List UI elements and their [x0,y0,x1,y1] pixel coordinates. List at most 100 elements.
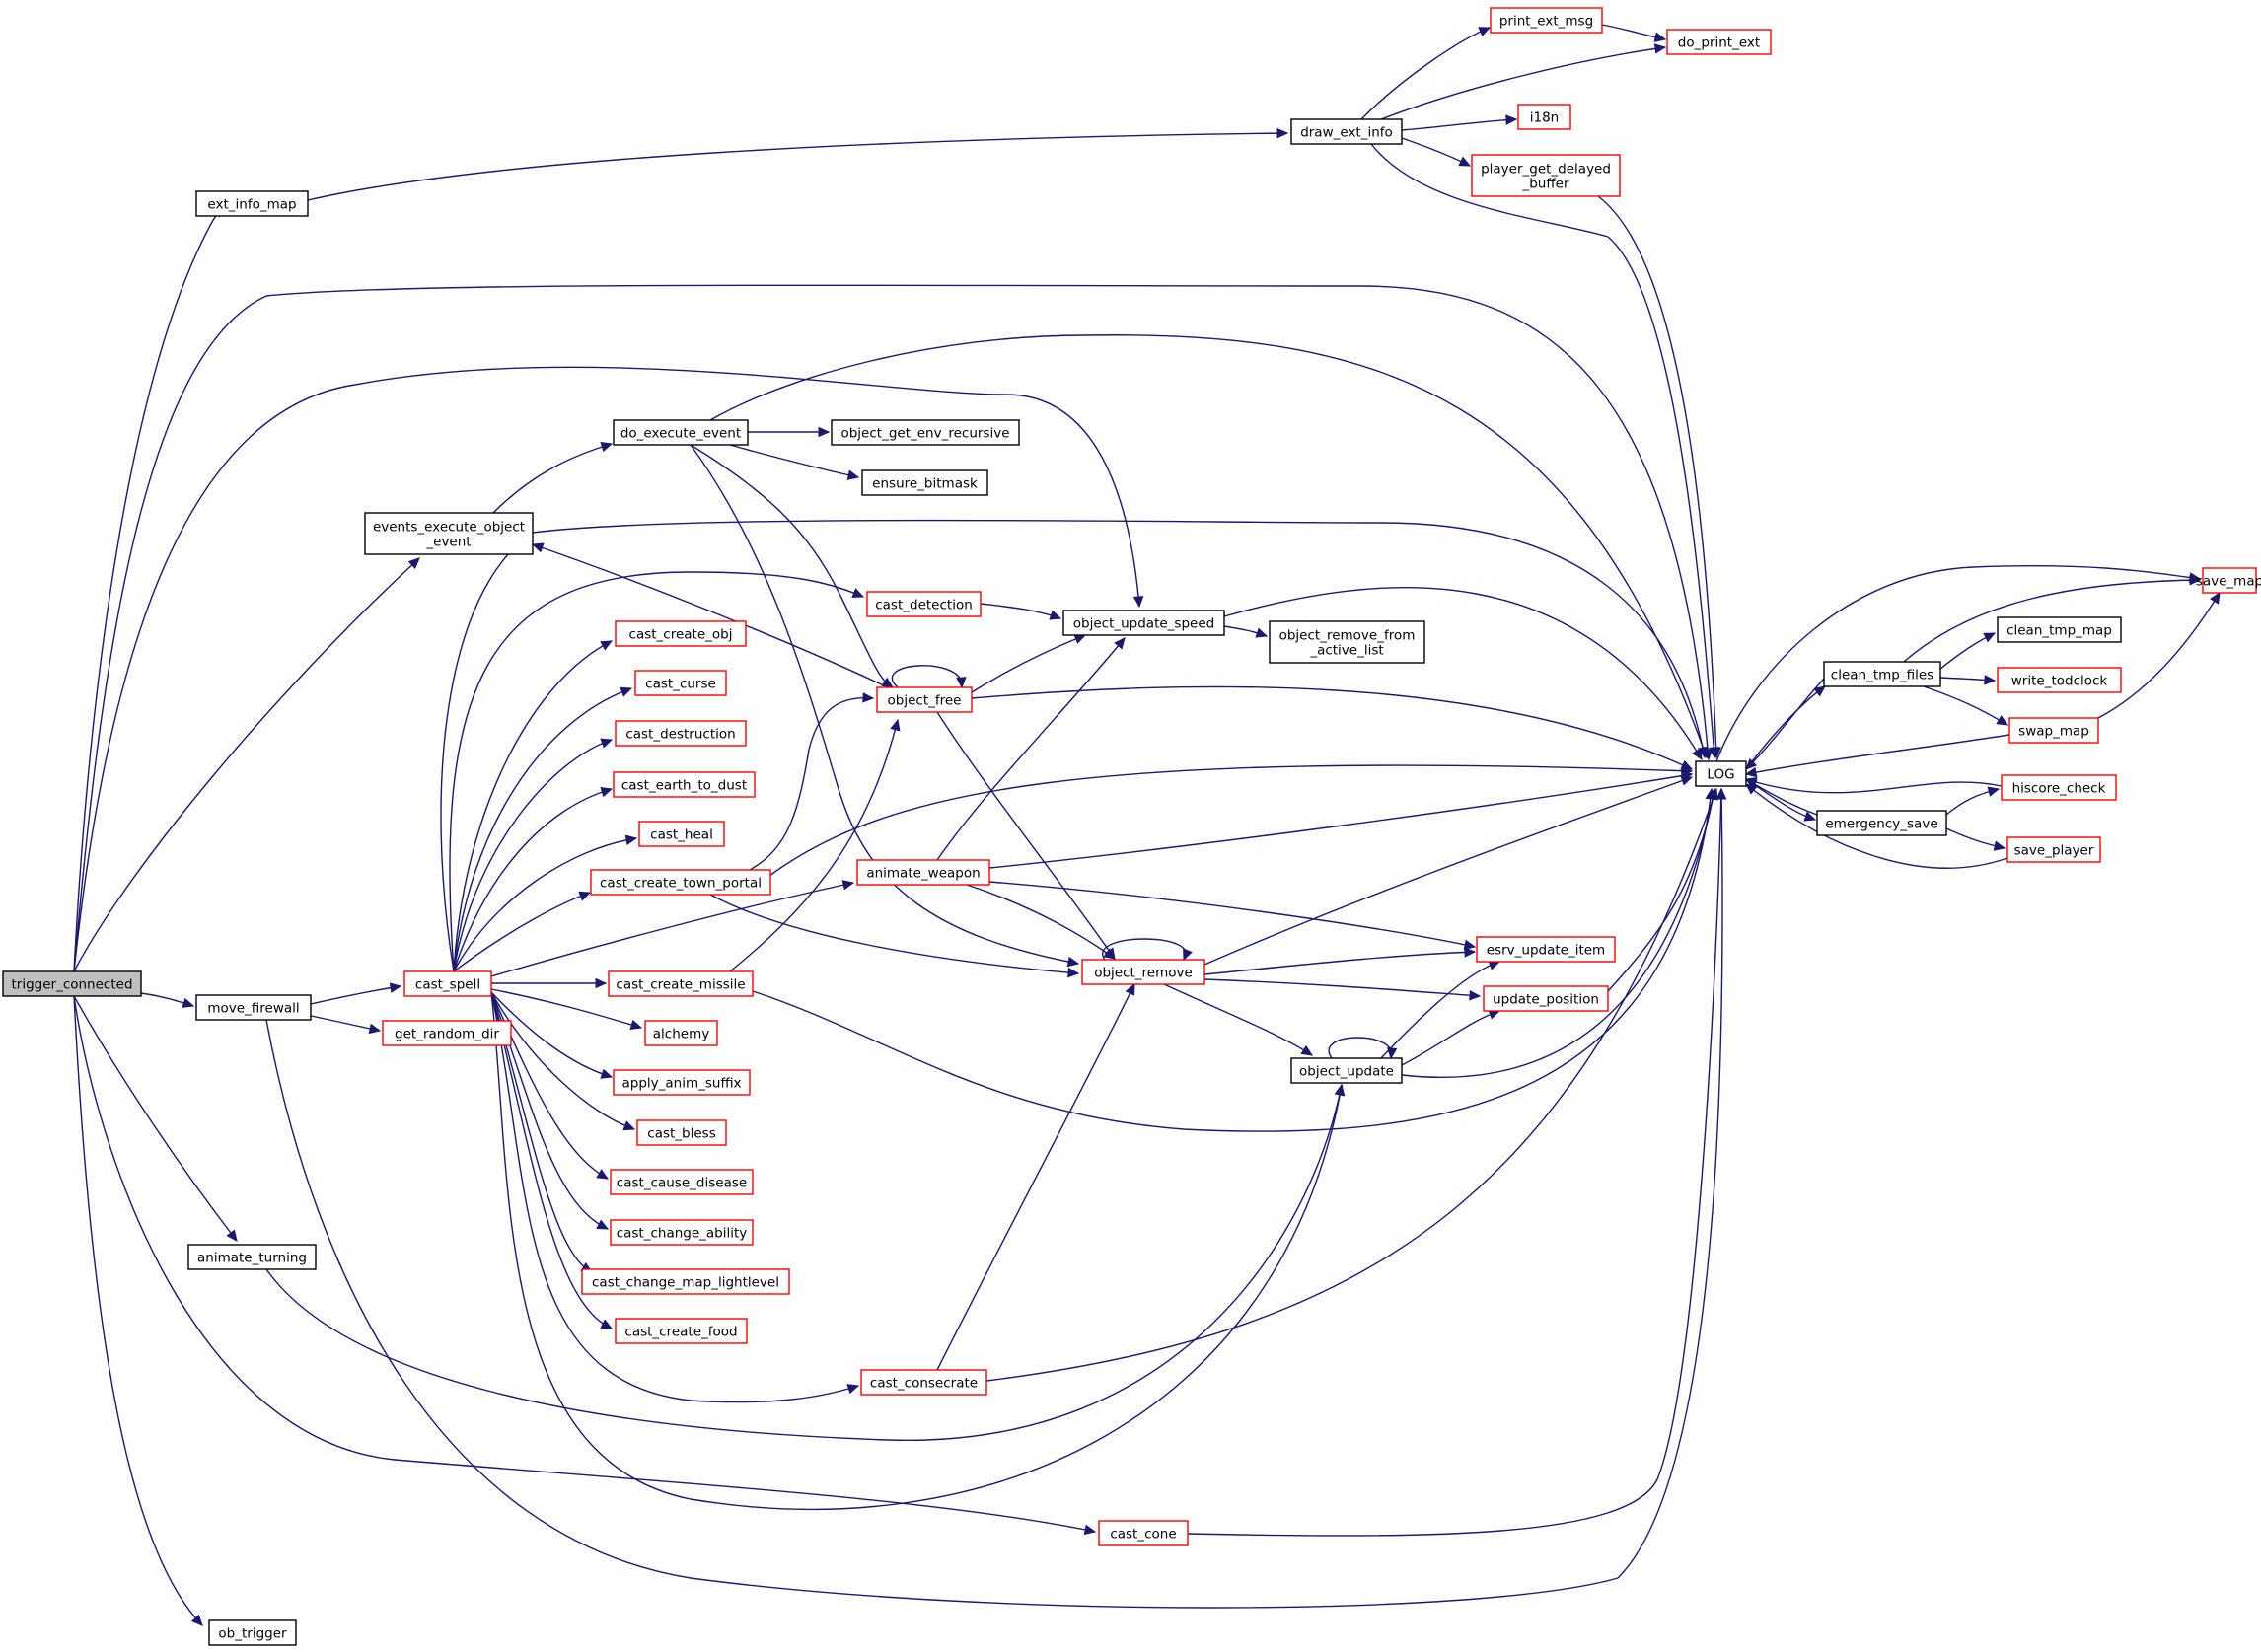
node-hiscore_check[interactable]: hiscore_check [2001,774,2117,801]
node-ensure_bitmask[interactable]: ensure_bitmask [861,469,988,496]
node-ob_trigger[interactable]: ob_trigger [208,1619,297,1646]
node-object_update[interactable]: object_update [1290,1057,1403,1084]
node-swap_map[interactable]: swap_map [2008,717,2099,744]
edge-object_free-to-object_remove [936,711,1116,960]
edge-cast_spell-to-object_update [490,991,1343,1510]
node-box [860,1369,987,1396]
node-get_random_dir[interactable]: get_random_dir [382,1020,512,1046]
node-animate_weapon[interactable]: animate_weapon [856,859,990,886]
node-cast_create_food[interactable]: cast_create_food [615,1318,748,1344]
node-cast_consecrate[interactable]: cast_consecrate [860,1369,987,1396]
node-box [581,1268,790,1295]
node-cast_destruction[interactable]: cast_destruction [615,720,747,747]
edge-object_update-to-esrv_update_item [1380,961,1500,1059]
node-label: cast_change_map_lightlevel [592,1275,779,1291]
edge-save_player-to-LOG [1745,783,2008,869]
node-object_update_speed[interactable]: object_update_speed [1062,610,1225,636]
node-cast_cone[interactable]: cast_cone [1098,1520,1189,1546]
node-box [195,994,312,1021]
node-save_player[interactable]: save_player [2006,836,2101,863]
edge-clean_tmp_files-to-swap_map [1923,685,2008,726]
node-box [615,720,747,747]
node-move_firewall[interactable]: move_firewall [195,994,312,1021]
arrowhead-cast_spell-to-apply_anim_suffix [600,1068,614,1079]
node-cast_create_town_portal[interactable]: cast_create_town_portal [590,869,771,896]
node-alchemy[interactable]: alchemy [644,1020,718,1046]
edge-draw_ext_info-to-do_print_ext [1380,46,1666,120]
node-emergency_save[interactable]: emergency_save [1816,810,1947,836]
arrowhead-cast_spell-to-animate_weapon [841,880,855,891]
node-cast_detection[interactable]: cast_detection [866,591,982,617]
node-box [610,1169,754,1195]
node-do_print_ext[interactable]: do_print_ext [1666,29,1772,55]
node-label: clean_tmp_files [1831,668,1933,683]
edge-object_remove-to-object_remove [1102,938,1187,961]
node-box [613,1069,751,1096]
node-cast_spell[interactable]: cast_spell [403,970,492,997]
edge-animate_weapon-to-object_update_speed [936,637,1126,861]
node-object_free[interactable]: object_free [876,686,973,713]
node-object_remove_from_active_list[interactable]: object_remove_from_active_list [1269,620,1425,664]
node-box [866,591,982,617]
node-cast_change_map_lightlevel[interactable]: cast_change_map_lightlevel [581,1268,790,1295]
node-cast_change_ability[interactable]: cast_change_ability [610,1219,754,1246]
arrowhead-hiscore_check-to-LOG [1744,777,1758,788]
node-box [1471,154,1621,197]
node-player_get_delayed_buffer[interactable]: player_get_delayed_buffer [1471,154,1621,197]
node-box [364,512,534,555]
node-ext_info_map[interactable]: ext_info_map [195,190,309,217]
edge-cast_create_town_portal-to-object_remove [709,894,1079,974]
node-label: object_update [1299,1064,1394,1080]
edge-cast_create_missile-to-LOG [752,788,1713,1132]
arrowhead-cast_create_missile-to-object_free [890,718,901,732]
node-update_position[interactable]: update_position [1483,985,1609,1012]
node-object_remove[interactable]: object_remove [1081,959,1205,985]
edge-LOG-to-save_map [1715,564,2201,762]
node-label: cast_bless [647,1126,715,1142]
node-clean_tmp_files[interactable]: clean_tmp_files [1823,661,1941,687]
arrowhead-cast_spell-to-cast_bless [622,1120,636,1131]
node-box [2006,836,2101,863]
node-cast_heal[interactable]: cast_heal [638,821,725,847]
node-label: cast_heal [650,827,713,843]
node-LOG[interactable]: LOG [1695,760,1747,787]
edge-object_remove-to-esrv_update_item [1203,951,1476,975]
arrowhead-object_update-to-object_update [1386,1046,1398,1060]
node-clean_tmp_map[interactable]: clean_tmp_map [1997,616,2122,643]
node-print_ext_msg[interactable]: print_ext_msg [1490,7,1603,34]
arrowhead-cast_spell-to-cast_destruction [600,738,614,749]
node-box [208,1619,297,1646]
node-draw_ext_info[interactable]: draw_ext_info [1290,118,1403,145]
arrowhead-animate_weapon-to-object_remove [1103,948,1116,960]
node-cast_cause_disease[interactable]: cast_cause_disease [610,1169,754,1195]
node-i18n[interactable]: i18n [1517,104,1571,130]
node-label: move_firewall [207,1001,299,1017]
arrowhead-object_remove-to-esrv_update_item [1464,947,1477,958]
arrowhead-draw_ext_info-to-player_get_delayed_buffer [1458,156,1472,167]
arrowhead-LOG-to-emergency_save [1803,811,1817,822]
node-cast_curse[interactable]: cast_curse [634,670,727,696]
arrowhead-cast_spell-to-cast_earth_to_dust [600,787,614,798]
node-label: trigger_connected [11,977,132,993]
node-events_execute_object_event[interactable]: events_execute_object_event [364,512,534,555]
edge-clean_tmp_files-to-LOG [1745,678,1825,770]
node-apply_anim_suffix[interactable]: apply_anim_suffix [613,1069,751,1096]
node-write_todclock[interactable]: write_todclock [1997,667,2122,693]
edge-animate_weapon-to-LOG [988,773,1693,869]
node-cast_bless[interactable]: cast_bless [636,1119,727,1146]
arrowhead-cast_spell-to-cast_detection [851,588,865,598]
node-label: player_get_delayed [1481,162,1611,178]
node-object_get_env_recursive[interactable]: object_get_env_recursive [831,419,1020,446]
node-save_map[interactable]: save_map [2196,567,2261,594]
node-esrv_update_item[interactable]: esrv_update_item [1476,936,1616,963]
node-animate_turning[interactable]: animate_turning [187,1244,317,1270]
node-cast_earth_to_dust[interactable]: cast_earth_to_dust [613,771,756,798]
node-trigger_connected[interactable]: trigger_connected [2,970,142,997]
edge-object_update_speed-to-LOG [1223,586,1703,760]
node-cast_create_obj[interactable]: cast_create_obj [615,620,747,647]
edge-trigger_connected-to-ob_trigger [73,995,203,1626]
node-cast_create_missile[interactable]: cast_create_missile [608,970,754,997]
node-label: cast_consecrate [870,1376,978,1392]
node-do_execute_event[interactable]: do_execute_event [613,419,749,446]
arrowhead-clean_tmp_files-to-LOG [1745,757,1758,770]
